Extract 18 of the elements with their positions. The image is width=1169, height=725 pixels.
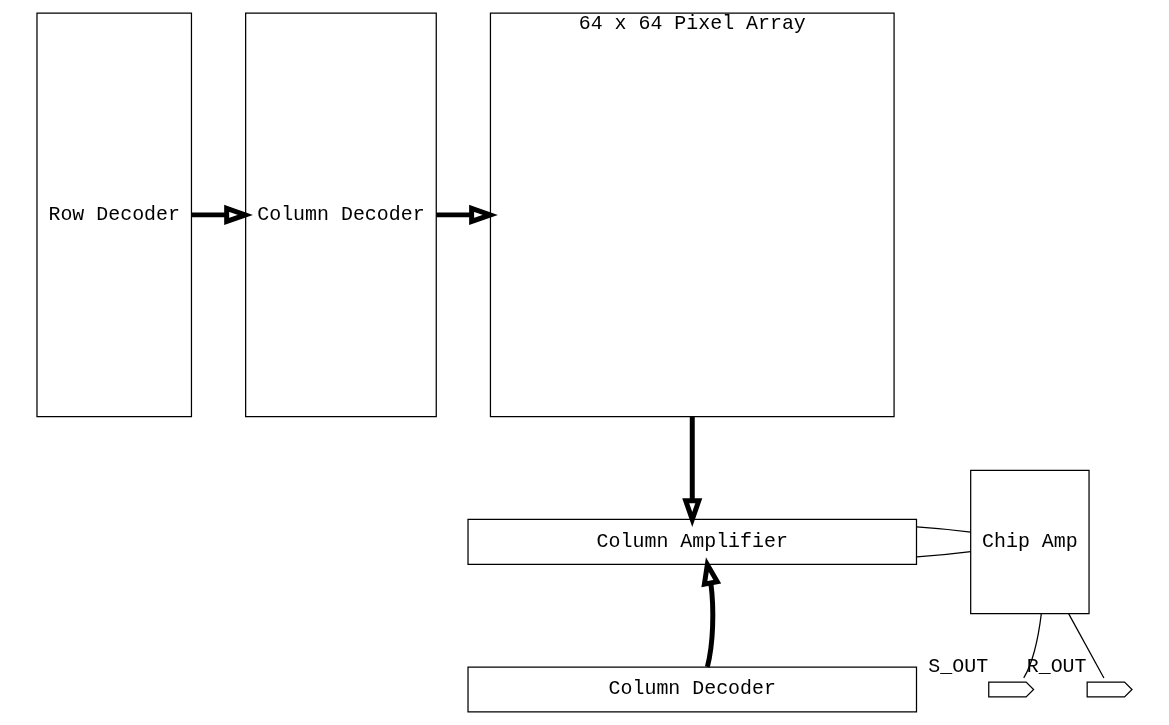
arrow [682, 417, 703, 527]
node-box: Column Decoder [467, 666, 918, 713]
connector [1067, 612, 1105, 679]
connector [916, 526, 972, 533]
node-box: Column Amplifier [467, 518, 918, 565]
node-label: S_OUT [928, 654, 989, 678]
node-label: R_OUT [1026, 654, 1087, 678]
arrow [701, 557, 722, 668]
node-box: Column Decoder [245, 12, 437, 418]
node-box: Row Decoder [36, 12, 193, 418]
connector [1023, 612, 1042, 679]
arrow [436, 204, 498, 225]
node-box: Chip Amp [970, 469, 1090, 615]
node-pentagon [1086, 681, 1133, 698]
arrow [191, 204, 253, 225]
node-box: 64 x 64 Pixel Array [489, 12, 895, 418]
node-pentagon [988, 681, 1035, 698]
connector [916, 551, 972, 558]
